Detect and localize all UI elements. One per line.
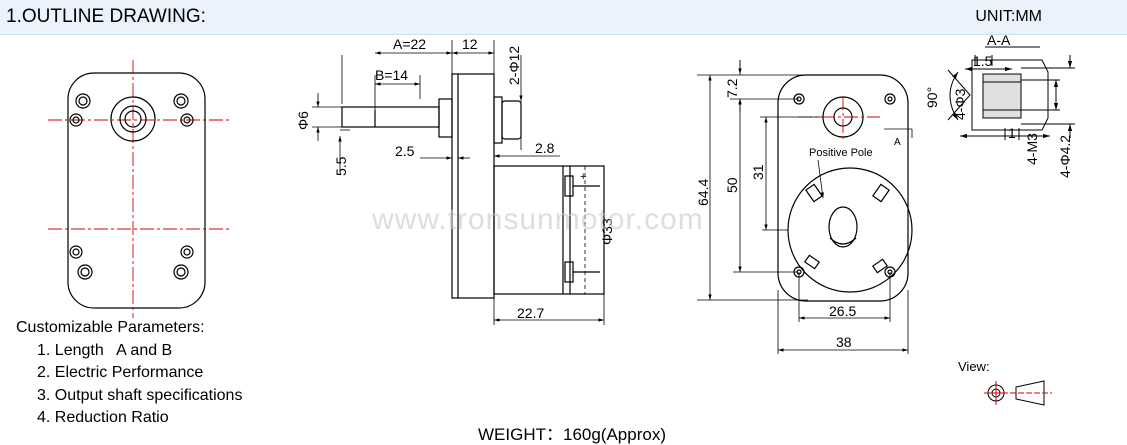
dim-1-5: 1.5 (973, 53, 993, 69)
param-item: 1. Length A and B (37, 341, 173, 359)
section-aa (947, 46, 1075, 140)
weight-label: WEIGHT：160g(Approx) (478, 425, 666, 444)
dim-12: 12 (462, 36, 478, 52)
watermark: www.tronsunmotor.com (372, 203, 704, 236)
customizable-parameters: Customizable Parameters: 1. Length A and… (16, 317, 242, 430)
dim-motor-dia: Φ33 (599, 218, 615, 245)
dim-shaft-dia: Φ6 (295, 111, 311, 130)
motor-endcap (787, 167, 913, 293)
param-item: 3. Output shaft specifications (37, 386, 243, 404)
section-aa-label: A-A (987, 32, 1011, 48)
dim-1: 1 (1008, 125, 1016, 141)
dim-2-8: 2.8 (535, 140, 555, 156)
dim-31: 31 (750, 164, 766, 180)
dim-7-2: 7.2 (724, 78, 740, 98)
hub-side (493, 96, 503, 144)
param-item: 4. Reduction Ratio (37, 409, 169, 426)
param-item: 2. Electric Performance (37, 364, 204, 381)
dim-a: A=22 (393, 36, 426, 52)
dim-motor-len: 22.7 (517, 305, 544, 321)
side-view (341, 73, 605, 299)
dim-flat: 5.5 (333, 156, 349, 176)
view-label: View: (958, 359, 990, 374)
motor-body (493, 165, 605, 295)
output-shaft (341, 106, 440, 128)
dim-26-5: 26.5 (829, 303, 856, 319)
section-mark: A (894, 137, 901, 148)
dim-holes-front: 2-Φ12 (506, 46, 522, 85)
header-bar: 1.OUTLINE DRAWING: UNIT:MM (0, 0, 1127, 35)
dim-angle: 90° (924, 87, 940, 108)
rear-dimensions (697, 60, 913, 354)
rear-view (777, 74, 913, 302)
plus-sign: + (580, 171, 586, 183)
shaft-collar (438, 98, 453, 138)
params-heading: Customizable Parameters: (16, 319, 205, 336)
dim-4-m3: 4-M3 (1024, 133, 1040, 165)
dim-4-phi3: 4-Φ3 (952, 88, 968, 120)
positive-pole-label: Positive Pole (809, 147, 873, 159)
gearbox-outline-rear (777, 74, 909, 302)
unit-label: UNIT:MM (975, 8, 1042, 25)
side-dimensions (312, 40, 605, 325)
dim-64-4: 64.4 (695, 179, 711, 206)
dim-2-5: 2.5 (395, 143, 415, 159)
dim-38: 38 (836, 334, 852, 350)
dim-4-phi42: 4-Φ4.2 (1057, 135, 1073, 178)
output-hub (110, 96, 156, 142)
projection-view-symbol (984, 380, 1052, 406)
section-title: 1.OUTLINE DRAWING: (6, 6, 206, 27)
front-view (48, 60, 232, 318)
gearbox-plate (67, 72, 206, 309)
dim-50: 50 (724, 177, 740, 193)
dim-b: B=14 (375, 67, 408, 83)
rear-centerlines (798, 96, 880, 140)
